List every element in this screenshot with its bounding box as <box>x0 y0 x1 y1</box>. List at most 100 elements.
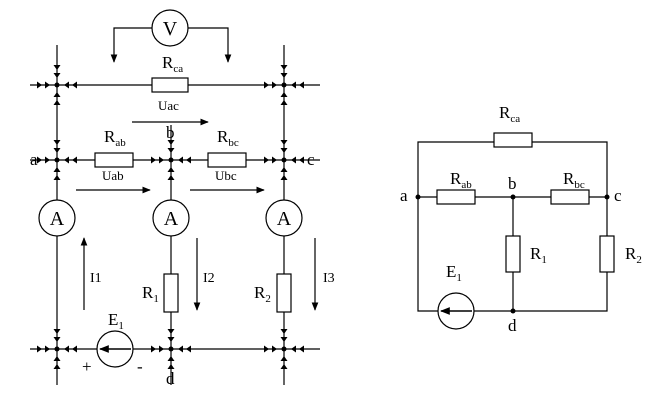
terminal-arrowhead <box>280 329 288 334</box>
terminal-arrowhead <box>264 156 269 164</box>
terminal-arrowhead <box>280 92 288 97</box>
current-i2-label: I2 <box>203 271 215 286</box>
terminal-arrowhead <box>72 81 77 89</box>
ammeter-3-label: A <box>277 208 292 230</box>
terminal-arrowhead <box>186 156 191 164</box>
terminal-arrowhead <box>178 345 183 353</box>
terminal-arrowhead <box>37 156 42 164</box>
right-resistor-rca-label: Rca <box>499 103 520 125</box>
terminal-arrowhead <box>299 345 304 353</box>
terminal-arrowhead <box>53 364 61 369</box>
resistor-r1 <box>163 273 179 313</box>
terminal-arrowhead <box>64 81 69 89</box>
current-i3-label: I3 <box>323 271 335 286</box>
terminal-arrowhead <box>72 156 77 164</box>
terminal-arrow-markers <box>37 65 304 369</box>
ammeter-1 <box>38 199 76 237</box>
terminal-arrowhead <box>45 345 50 353</box>
source-e1-label: E1 <box>108 310 124 332</box>
terminal-arrowhead <box>280 167 288 172</box>
terminal-arrowhead <box>291 345 296 353</box>
terminal-arrowhead <box>167 337 175 342</box>
voltage-uac-label: Uac <box>158 98 179 113</box>
terminal-arrowhead <box>53 337 61 342</box>
right-resistor-rca <box>493 132 533 148</box>
terminal-arrowhead <box>53 167 61 172</box>
terminal-arrowhead <box>178 156 183 164</box>
terminal-arrowhead <box>280 73 288 78</box>
right-circuit: Rca Rab Rbc R1 R2 E1 a b c d <box>400 103 642 335</box>
terminal-arrowhead <box>280 364 288 369</box>
terminal-arrowhead <box>53 329 61 334</box>
terminal-arrowhead <box>53 92 61 97</box>
resistor-r2 <box>276 273 292 313</box>
node-b-label: b <box>166 123 175 142</box>
right-node-b-label: b <box>508 174 517 193</box>
node-a-label: a <box>30 150 38 169</box>
terminal-arrowhead <box>167 140 175 145</box>
voltmeter-lead-right <box>188 27 232 63</box>
polarity-minus-label: - <box>137 357 143 376</box>
ammeter-3 <box>265 199 303 237</box>
node-d-label: d <box>166 369 175 388</box>
terminal-arrowhead <box>53 356 61 361</box>
resistor-rbc-label: Rbc <box>217 127 239 149</box>
terminal-arrowhead <box>151 345 156 353</box>
ammeter-2 <box>152 199 190 237</box>
voltage-uab-label: Uab <box>102 168 124 183</box>
terminal-arrowhead <box>280 337 288 342</box>
terminal-arrowhead <box>291 156 296 164</box>
right-resistor-rab <box>436 189 476 205</box>
current-i1-label: I1 <box>90 271 102 286</box>
terminal-arrowhead <box>53 140 61 145</box>
voltmeter-symbol <box>151 9 189 47</box>
node-c-label: c <box>307 150 315 169</box>
terminal-arrowhead <box>64 345 69 353</box>
right-node-d-label: d <box>508 316 517 335</box>
right-resistor-r1-label: R1 <box>530 244 547 266</box>
terminal-arrowhead <box>53 65 61 70</box>
voltmeter-lead-left <box>110 27 152 63</box>
resistor-rab-label: Rab <box>104 127 126 149</box>
terminal-arrowhead <box>53 100 61 105</box>
terminal-arrowhead <box>280 148 288 153</box>
right-node-a-label: a <box>400 186 408 205</box>
terminal-arrowhead <box>272 156 277 164</box>
terminal-arrowhead <box>167 356 175 361</box>
right-resistor-r2 <box>599 235 615 273</box>
terminal-arrowhead <box>53 175 61 180</box>
terminal-arrowhead <box>37 81 42 89</box>
terminal-arrowhead <box>167 167 175 172</box>
terminal-arrowhead <box>45 81 50 89</box>
terminal-arrowhead <box>272 345 277 353</box>
resistor-rca <box>151 77 189 93</box>
voltmeter-label: V <box>163 18 178 40</box>
terminal-arrowhead <box>167 148 175 153</box>
terminal-arrowhead <box>280 140 288 145</box>
terminal-arrowhead <box>280 356 288 361</box>
terminal-arrowhead <box>45 156 50 164</box>
ammeter-2-label: A <box>164 208 179 230</box>
resistor-rbc <box>207 152 247 168</box>
terminal-arrowhead <box>264 81 269 89</box>
right-junction-dots <box>415 194 610 314</box>
right-resistor-rbc <box>550 189 590 205</box>
resistor-rca-label: Rca <box>162 53 183 75</box>
terminal-arrowhead <box>53 148 61 153</box>
terminal-arrowhead <box>167 329 175 334</box>
terminal-arrowhead <box>264 345 269 353</box>
terminal-arrowhead <box>186 345 191 353</box>
left-circuit: V Rca Uac a b c d Rab Rbc Uab Ubc A A A … <box>30 9 335 388</box>
right-resistor-rab-label: Rab <box>450 169 472 191</box>
resistor-r1-label: R1 <box>142 283 159 305</box>
terminal-arrowhead <box>72 345 77 353</box>
terminal-arrowhead <box>37 345 42 353</box>
terminal-arrowhead <box>64 156 69 164</box>
resistor-r2-label: R2 <box>254 283 271 305</box>
resistor-rab <box>94 152 134 168</box>
left-junction-dots <box>54 82 287 352</box>
ammeter-1-label: A <box>50 208 65 230</box>
right-source-e1-label: E1 <box>446 262 462 284</box>
